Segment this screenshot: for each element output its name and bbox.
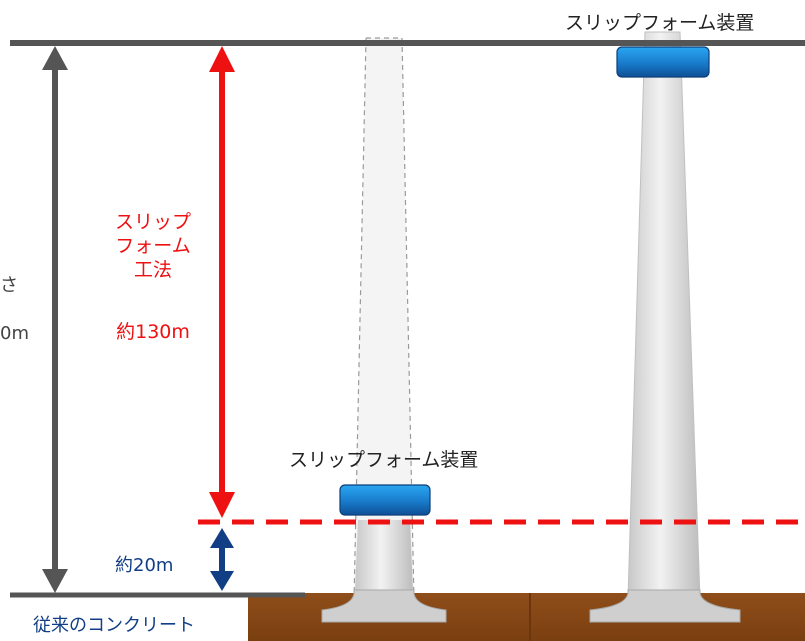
tower-left-base xyxy=(355,520,413,592)
conventional-height-arrow xyxy=(210,528,234,591)
slipform-method-label: スリップ フォーム 工法 xyxy=(100,210,206,282)
conventional-height-label: 約20m xyxy=(115,555,174,576)
conventional-method-label: 従来のコンクリート xyxy=(33,615,195,636)
total-height-label-fragment: さ xyxy=(0,275,18,296)
tower-left-foundation xyxy=(321,589,447,623)
slipform-method-line3: 工法 xyxy=(133,259,172,281)
tower-left-ghost xyxy=(353,37,415,601)
slipform-height-arrow xyxy=(209,46,235,518)
slipform-device-top-label: スリップフォーム装置 xyxy=(565,12,755,34)
total-height-value-fragment: 0m xyxy=(0,323,29,344)
slipform-device-mid xyxy=(339,484,431,516)
slipform-method-line2: フォーム xyxy=(115,235,191,257)
tower-right xyxy=(627,31,701,599)
slipform-device-top xyxy=(616,46,710,78)
slipform-device-mid-label: スリップフォーム装置 xyxy=(289,449,479,471)
slipform-height-label: 約130m xyxy=(116,321,190,343)
tower-right-foundation xyxy=(589,589,741,623)
total-height-arrow xyxy=(42,46,68,593)
slipform-method-line1: スリップ xyxy=(114,211,191,233)
